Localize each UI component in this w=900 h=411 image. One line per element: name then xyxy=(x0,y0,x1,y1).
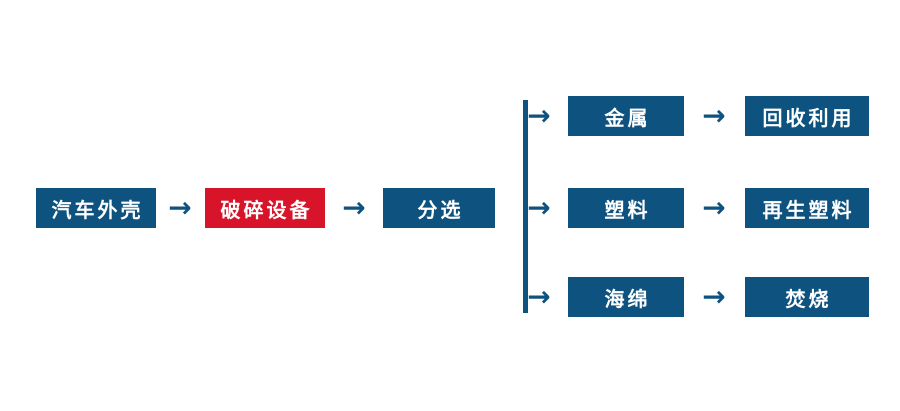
node-sorting: 分选 xyxy=(383,188,495,228)
node-recycling: 回收利用 xyxy=(745,96,869,136)
node-crushing-equipment: 破碎设备 xyxy=(205,188,325,228)
node-recycled-plastic: 再生塑料 xyxy=(745,188,869,228)
node-car-shell: 汽车外壳 xyxy=(36,188,156,228)
branch-connector-line xyxy=(523,100,528,313)
right-arrow-icon: → xyxy=(342,191,366,224)
node-incineration: 焚烧 xyxy=(745,277,869,317)
node-metal: 金属 xyxy=(568,96,684,136)
node-sponge: 海绵 xyxy=(568,277,684,317)
branch-arrow-icon: → xyxy=(527,99,551,132)
right-arrow-icon: → xyxy=(702,280,726,313)
right-arrow-icon: → xyxy=(702,99,726,132)
right-arrow-icon: → xyxy=(702,191,726,224)
right-arrow-icon: → xyxy=(168,191,192,224)
node-plastic: 塑料 xyxy=(568,188,684,228)
branch-arrow-icon: → xyxy=(527,191,551,224)
branch-arrow-icon: → xyxy=(527,280,551,313)
